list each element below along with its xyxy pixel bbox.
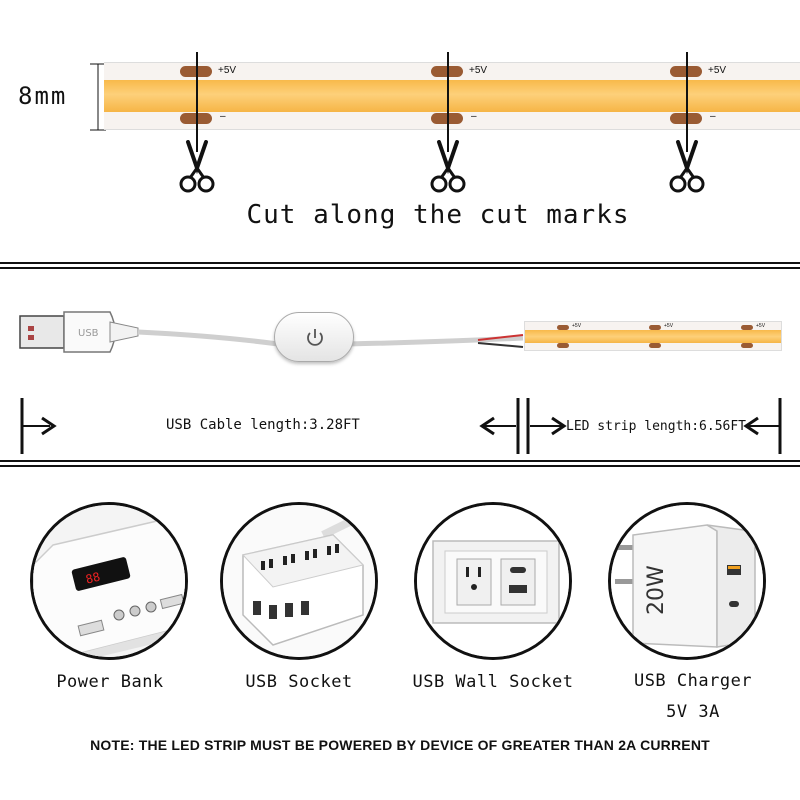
device-circle-usb-charger: 20W [608,502,766,660]
led-strip-short: +5V +5V +5V [524,321,782,351]
scissors-icon [179,140,215,193]
device-label-usb-charger: USB Charger [633,671,753,691]
power-bank-illustration: 88 [33,505,185,657]
svg-text:88: 88 [84,570,101,587]
cable-section: USB +5V +5V +5V [0,272,800,462]
dimension-arrows [20,398,782,454]
pad-label-plus: +5V [218,65,237,76]
device-label-usb-wall-socket: USB Wall Socket [412,672,574,692]
copper-pad [557,343,569,348]
usb-cable-length-label: USB Cable length:3.28FT [166,417,360,433]
charger-wattage-text: 20W [644,565,669,615]
cut-line-3 [686,52,688,152]
usb-wall-socket-illustration [417,505,569,657]
copper-pad [557,325,569,330]
copper-pad [649,325,661,330]
pad-label: +5V [664,323,674,329]
pad-label: +5V [572,323,582,329]
cut-line-1 [196,52,198,152]
scissors-icon [430,140,466,193]
cut-line-2 [447,52,449,152]
pad-label-minus: – [710,111,716,122]
strip-width-label: 8mm [18,82,68,110]
width-bracket [90,63,106,131]
pad-label-minus: – [471,111,477,122]
section-divider-2 [0,460,800,467]
device-label-power-bank: Power Bank [56,672,164,692]
power-note: NOTE: THE LED STRIP MUST BE POWERED BY D… [90,737,710,753]
power-sources-section: 88 Power Bank USB Socke [0,470,800,800]
device-circle-usb-wall-socket [414,502,572,660]
copper-pad [741,325,753,330]
section-divider-1 [0,262,800,269]
device-sublabel-usb-charger: 5V 3A [666,702,720,722]
pad-label-plus: +5V [708,65,727,76]
pad-label-plus: +5V [469,65,488,76]
cut-section: 8mm +5V – +5V – +5V – [0,0,800,255]
usb-cable-illustration: USB [19,311,524,353]
led-emitting-band [104,80,800,112]
scissors-icon [669,140,705,193]
usb-charger-illustration: 20W [611,505,763,657]
led-strip-length-label: LED strip length:6.56FT [566,419,747,434]
pad-label-minus: – [220,111,226,122]
cut-instruction-text: Cut along the cut marks [246,200,630,230]
inline-switch[interactable] [274,312,354,362]
led-emitting-band [525,330,781,343]
svg-text:USB: USB [78,328,99,339]
pad-label: +5V [756,323,766,329]
copper-pad [649,343,661,348]
device-circle-usb-socket [220,502,378,660]
device-label-usb-socket: USB Socket [245,672,353,692]
copper-pad [741,343,753,348]
device-circle-power-bank: 88 [30,502,188,660]
usb-socket-illustration [223,505,375,657]
power-icon [307,329,323,346]
